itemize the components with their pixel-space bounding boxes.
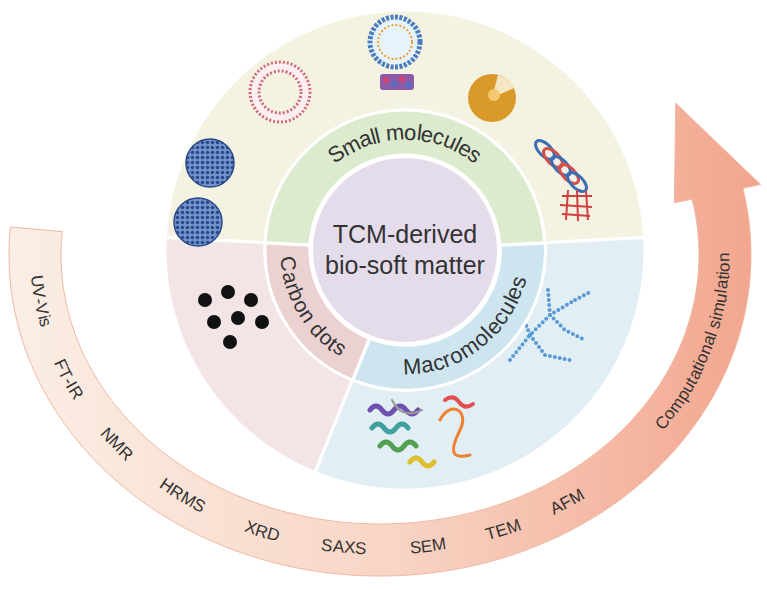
technique-label: TEM <box>481 515 526 545</box>
virus-sphere <box>186 139 234 187</box>
glyph: o <box>715 262 734 272</box>
technique-label: HRMS <box>155 475 210 517</box>
glyph: o <box>404 120 417 145</box>
vesicle <box>370 17 420 67</box>
protein-cluster <box>380 74 414 90</box>
sector-label: Carbon dots <box>275 250 353 360</box>
glyph: S <box>355 540 367 559</box>
ring-sector: Small molecules <box>263 108 547 247</box>
illustrations <box>174 17 592 466</box>
technique-label: UV-Vis <box>25 270 54 333</box>
glyph: X <box>343 539 356 558</box>
carbon-dots <box>198 285 269 349</box>
technique-label: XRD <box>239 517 284 546</box>
fiber-network <box>560 190 592 221</box>
technique-label: SEM <box>404 534 451 559</box>
glyph: A <box>332 538 345 558</box>
micelle <box>468 74 516 122</box>
glyph: M <box>431 535 448 556</box>
technique-label: NMR <box>95 424 136 465</box>
ring-sector: Macromolecules <box>351 241 547 392</box>
liposome-inner <box>259 71 301 113</box>
sector-label: Small molecules <box>323 118 488 169</box>
fiber <box>532 137 589 194</box>
curved-arrow <box>9 103 761 576</box>
virus-sphere <box>174 198 222 246</box>
technique-label: Computational simulation <box>652 247 735 434</box>
ring-sector: Carbon dots <box>263 241 371 382</box>
micelle-core <box>488 89 500 101</box>
technique-label: SAXS <box>316 536 372 561</box>
vesicle-inner <box>378 25 412 59</box>
liposome <box>250 62 310 122</box>
protein <box>370 397 473 466</box>
technique-label: FT-IR <box>49 354 86 404</box>
glyph: n <box>716 253 735 263</box>
center-title: TCM-derived bio-soft matter <box>319 219 491 282</box>
technique-label: AFM <box>546 485 589 519</box>
glyph: m <box>385 120 405 146</box>
sector-label: Macromolecules <box>397 268 532 382</box>
